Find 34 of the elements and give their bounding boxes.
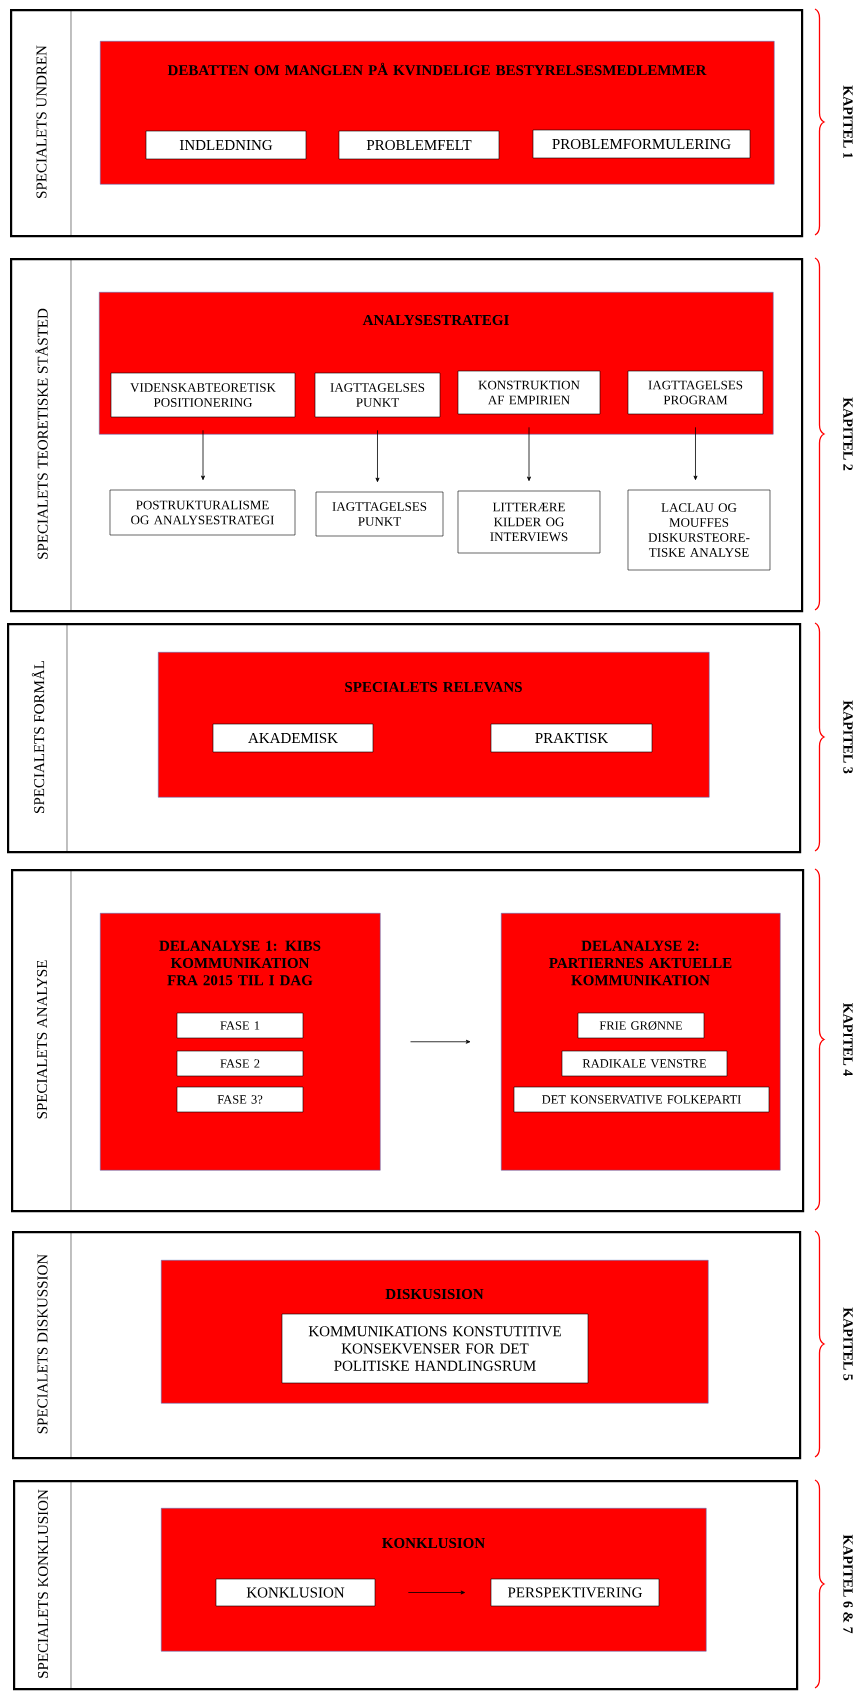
topic-box: POSTRUKTURALISME OG ANALYSESTRATEGI (109, 489, 296, 536)
chapter-label: KAPITEL 4 (843, 1003, 853, 1076)
topic-box: FASE 3? (176, 1086, 304, 1113)
arrow (407, 1590, 466, 1595)
topic-box: FRIE GRØNNE (577, 1012, 705, 1039)
arrow (410, 1039, 471, 1044)
topic-box: VIDENSKABTEORETISK POSITIONERING (110, 372, 296, 418)
topic-box: KOMMUNIKATIONS KONSTUTITIVE KONSEKVENSER FOR DET POLITISKE HANDLINGSRUM (281, 1313, 589, 1384)
arrow (201, 429, 205, 481)
arrow (375, 429, 380, 483)
topic-box: KONKLUSION (215, 1578, 376, 1607)
topic-box: KONSTRUKTION AF EMPIRIEN (457, 370, 601, 415)
topic-box: IAGTTAGELSES PUNKT (314, 372, 441, 418)
chapter-label: KAPITEL 3 (843, 700, 853, 774)
chapter-label: KAPITEL 5 (843, 1307, 853, 1381)
topic-box: INDLEDNING (145, 130, 307, 160)
topic-box: IAGTTAGELSES PUNKT (315, 491, 444, 537)
topic-box: FASE 2 (176, 1050, 304, 1077)
chapter-label: KAPITEL 2 (843, 397, 853, 471)
topic-box: PROBLEMFORMULERING (532, 129, 751, 159)
arrow (527, 426, 531, 482)
topic-box: LACLAU OG MOUFFES DISKURSTEORE-TISKE ANALYSE (627, 489, 771, 571)
topic-box: IAGTTAGELSES PROGRAM (627, 370, 764, 415)
arrow (693, 426, 698, 481)
topic-box: RADIKALE VENSTRE (561, 1050, 728, 1077)
topic-box: LITTERÆRE KILDER OG INTERVIEWS (457, 490, 601, 554)
topic-box: DET KONSERVATIVE FOLKEPARTI (513, 1086, 770, 1113)
topic-box: PERSPEKTIVERING (490, 1578, 660, 1607)
topic-box: PROBLEMFELT (338, 130, 500, 160)
topic-box: AKADEMISK (212, 723, 374, 753)
chapter-label: KAPITEL 6 & 7 (843, 1534, 853, 1634)
topic-box: PRAKTISK (490, 723, 653, 753)
topic-box: FASE 1 (176, 1012, 304, 1039)
chapter-label: KAPITEL 1 (843, 85, 853, 159)
